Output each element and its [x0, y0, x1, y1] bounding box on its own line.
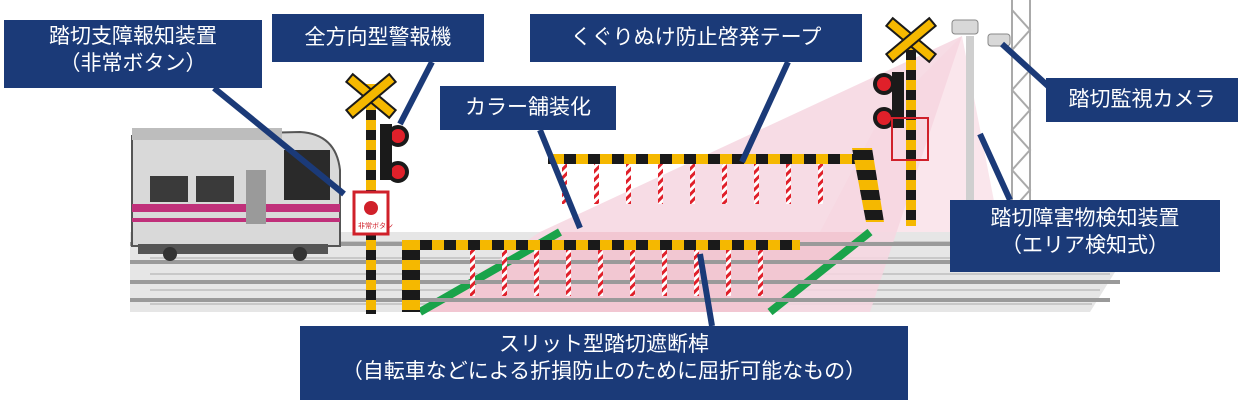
- callout-obstacle-detector-line1: 踏切障害物検知装置: [990, 206, 1180, 230]
- camera-pole: [951, 19, 1011, 230]
- emergency-button-icon: 非常ボタン: [352, 190, 393, 236]
- callout-tape-label: くぐりぬけ防止啓発テープ: [570, 25, 822, 49]
- callout-alarm: 全方向型警報機: [272, 14, 484, 62]
- railway-crossing-signal-icon: [344, 72, 398, 120]
- callout-alarm-label: 全方向型警報機: [304, 25, 452, 49]
- callout-emergency-button-line2: （非常ボタン）: [59, 51, 207, 76]
- callout-obstacle-detector-line2: （エリア検知式）: [1001, 233, 1169, 258]
- callout-barrier-line2: （自転車などによる折損防止のために屈折可能なもの）: [341, 359, 867, 384]
- warning-signal-right: [873, 16, 938, 226]
- lattice-tower: [1010, 0, 1032, 232]
- callout-camera-label: 踏切監視カメラ: [1068, 87, 1216, 111]
- callout-barrier: スリット型踏切遮断棹 （自転車などによる折損防止のために屈折可能なもの）: [300, 326, 908, 400]
- emergency-button-label: 非常ボタン: [358, 221, 393, 230]
- surveillance-camera-icon: [951, 19, 1011, 47]
- callout-paving-label: カラー舗装化: [465, 95, 591, 119]
- callout-emergency-button-line1: 踏切支障報知装置: [49, 24, 217, 48]
- callout-tape: くぐりぬけ防止啓発テープ: [530, 14, 862, 62]
- train: [131, 128, 341, 261]
- callout-paving: カラー舗装化: [440, 86, 616, 130]
- callout-barrier-line1: スリット型踏切遮断棹: [499, 332, 709, 356]
- callout-leaders: [212, 41, 1051, 327]
- callout-emergency-button: 踏切支障報知装置 （非常ボタン）: [4, 20, 262, 88]
- callout-camera: 踏切監視カメラ: [1046, 78, 1238, 122]
- barrier-near: [402, 240, 800, 312]
- railway-crossing-signal-icon: [884, 16, 938, 64]
- callout-obstacle-detector: 踏切障害物検知装置 （エリア検知式）: [950, 200, 1220, 272]
- warning-signal-left: 非常ボタン: [344, 72, 409, 314]
